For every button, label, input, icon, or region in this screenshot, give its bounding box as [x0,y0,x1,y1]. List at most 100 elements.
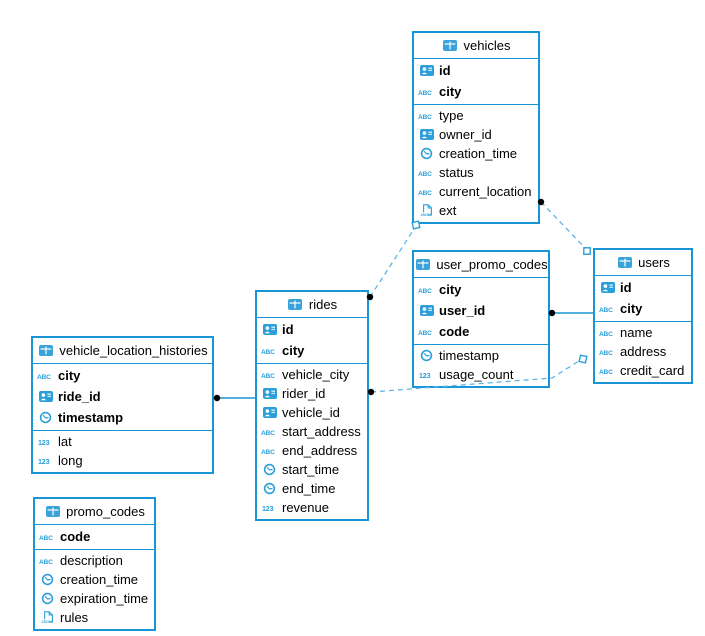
table-header-vehicle_location_histories[interactable]: vehicle_location_histories [33,338,212,364]
svg-text:ABC: ABC [39,535,53,542]
column-name: id [439,63,451,78]
column-row-creation_time[interactable]: creation_time [414,144,538,163]
column-name: timestamp [58,410,124,425]
column-row-rider_id[interactable]: rider_id [257,384,367,403]
clock-icon [261,463,278,476]
id-badge-icon [418,304,435,317]
column-row-id[interactable]: id [257,319,367,340]
column-row-creation_time[interactable]: creation_time [35,570,154,589]
table-header-rides[interactable]: rides [257,292,367,318]
column-row-expiration_time[interactable]: expiration_time [35,589,154,608]
svg-text:JSON: JSON [420,213,431,217]
svg-text:123: 123 [262,504,274,513]
abc-text-icon: ABC [599,345,616,358]
table-icon [44,505,61,518]
svg-text:ABC: ABC [37,374,51,381]
column-row-owner_id[interactable]: owner_id [414,125,538,144]
column-row-name[interactable]: ABC name [595,323,691,342]
column-name: creation_time [60,572,139,587]
clock-icon [418,147,435,160]
column-row-status[interactable]: ABC status [414,163,538,182]
column-row-timestamp[interactable]: timestamp [414,346,548,365]
column-row-user_id[interactable]: user_id [414,300,548,321]
table-header-users[interactable]: users [595,250,691,276]
relation-vehicle_location_histories-rides[interactable] [213,394,256,402]
column-name: user_id [439,303,486,318]
column-name: id [620,280,632,295]
column-name: owner_id [439,127,492,142]
key-columns-section: ABC code [35,525,154,549]
table-header-vehicles[interactable]: vehicles [414,33,538,59]
column-row-id[interactable]: id [595,277,691,298]
table-name: users [638,255,670,270]
id-badge-icon [418,128,435,141]
column-row-code[interactable]: ABC code [35,526,154,547]
column-name: expiration_time [60,591,149,606]
relation-line[interactable] [369,225,417,298]
column-name: credit_card [620,363,685,378]
relation-vehicles-users[interactable] [537,198,591,255]
clock-icon [261,482,278,495]
id-badge-icon [261,387,278,400]
svg-text:ABC: ABC [418,288,432,295]
column-name: description [60,553,123,568]
column-row-start_time[interactable]: start_time [257,460,367,479]
abc-text-icon: ABC [418,283,435,296]
column-row-vehicle_id[interactable]: vehicle_id [257,403,367,422]
column-row-id[interactable]: id [414,60,538,81]
abc-text-icon: ABC [599,326,616,339]
column-name: creation_time [439,146,518,161]
clock-icon [39,592,56,605]
abc-text-icon: ABC [418,166,435,179]
svg-text:ABC: ABC [261,430,275,437]
table-header-user_promo_codes[interactable]: user_promo_codes [414,252,548,278]
abc-text-icon: ABC [418,185,435,198]
column-row-credit_card[interactable]: ABC credit_card [595,361,691,380]
table-header-promo_codes[interactable]: promo_codes [35,499,154,525]
column-row-end_time[interactable]: end_time [257,479,367,498]
column-name: code [60,529,91,544]
column-name: name [620,325,653,340]
column-row-ride_id[interactable]: ride_id [33,386,212,407]
table-name: user_promo_codes [436,257,548,272]
relation-user_promo_codes-users[interactable] [548,309,594,317]
column-row-timestamp[interactable]: timestamp [33,407,212,428]
column-name: status [439,165,474,180]
svg-text:ABC: ABC [261,373,275,380]
svg-text:ABC: ABC [418,190,432,197]
table-icon [287,298,304,311]
abc-text-icon: ABC [599,364,616,377]
relation-line[interactable] [540,201,588,251]
abc-text-icon: ABC [599,302,616,315]
svg-text:123: 123 [419,371,431,380]
column-name: city [439,84,462,99]
svg-text:ABC: ABC [418,171,432,178]
id-badge-icon [37,390,54,403]
